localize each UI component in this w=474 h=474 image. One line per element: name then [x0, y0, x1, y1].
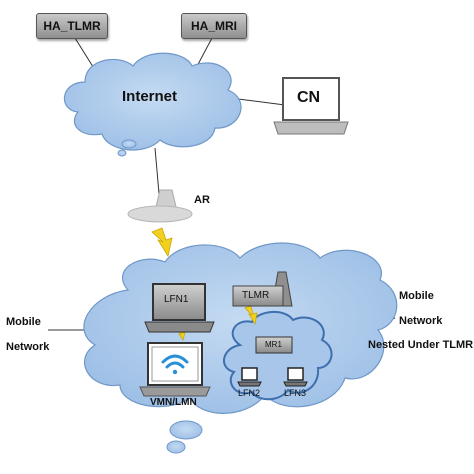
mr1-label: MR1: [265, 340, 282, 349]
internet-label: Internet: [122, 88, 178, 105]
lightning-icon: [151, 227, 173, 258]
ha-mri-label: HA_MRI: [190, 19, 237, 33]
lfn3-computer: [283, 367, 308, 387]
tlmr-label: TLMR: [242, 290, 270, 301]
vmn-laptop: [139, 342, 211, 397]
lfn1-label: LFN1: [164, 294, 189, 305]
internet-cloud: [63, 52, 242, 157]
mobile-network-left-line1: Mobile: [6, 316, 41, 328]
ha-tlmr-box: HA_TLMR: [36, 13, 108, 39]
mobile-network-right-line3: Nested Under TLMR: [368, 339, 474, 351]
tlmr-router: [232, 271, 293, 307]
lightning-icon: [244, 305, 258, 326]
mobile-network-right-line1: Mobile: [399, 290, 434, 302]
ar-router: [127, 189, 193, 223]
line-ha-tlmr: [74, 37, 96, 71]
ha-tlmr-label: HA_TLMR: [43, 19, 101, 33]
cn-label: CN: [297, 89, 321, 106]
mobile-network-right-line2: Network: [399, 315, 443, 327]
lfn1-laptop: [144, 283, 215, 333]
vmn-label: VMN/LMN: [150, 397, 197, 408]
lfn2-computer: [237, 367, 262, 387]
lfn3-label: LFN3: [284, 388, 307, 398]
mr1-router: [255, 336, 293, 354]
ar-label: AR: [194, 194, 210, 206]
cn-laptop: [273, 77, 349, 135]
ha-mri-box: HA_MRI: [181, 13, 247, 39]
wifi-icon: [161, 354, 189, 375]
mobile-network-left-line2: Network: [6, 341, 50, 353]
lfn2-label: LFN2: [238, 388, 261, 398]
lightning-icons: [151, 227, 258, 341]
